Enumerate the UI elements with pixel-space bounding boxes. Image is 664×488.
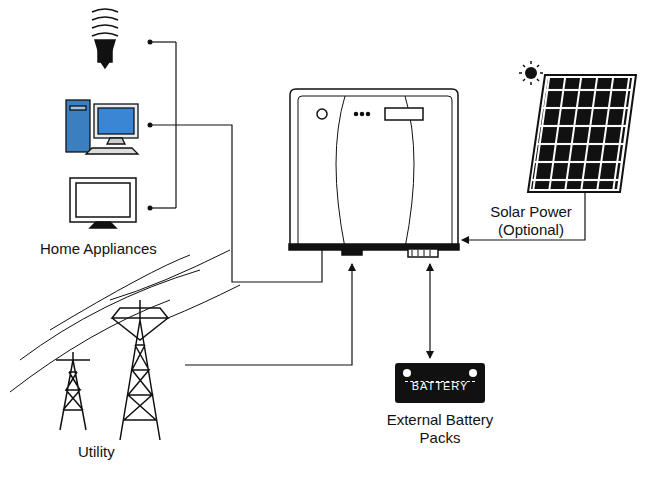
battery-dash (405, 381, 475, 382)
source-label: Utility (78, 443, 115, 461)
group-label: Home Appliances (40, 240, 157, 258)
battery-node: BATTERY External Battery Packs (380, 363, 500, 447)
battery-terminals (403, 369, 477, 377)
battery-terminal (403, 369, 411, 377)
source-label: Solar Power (Optional) (476, 203, 586, 239)
battery-symbol: BATTERY (395, 363, 485, 403)
battery-terminal (469, 369, 477, 377)
node-caption: External Battery Packs (380, 411, 500, 447)
